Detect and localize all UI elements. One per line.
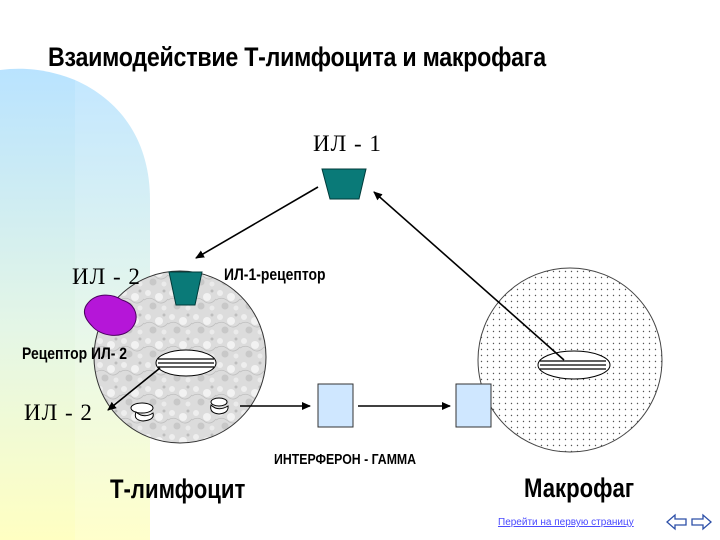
label-il1-receptor: ИЛ-1-рецептор: [224, 265, 326, 284]
il1-molecule-shape: [321, 168, 367, 200]
first-page-link[interactable]: Перейти на первую страницу: [498, 517, 634, 528]
arrow-il1-to-receptor: [195, 186, 319, 259]
macrophage-nucleus-lines: [540, 360, 606, 370]
il1-receptor-shape: [168, 271, 203, 306]
page-title: Взаимодействие Т-лимфоцита и макрофага: [48, 42, 546, 72]
il2-molecule-shape: [84, 294, 137, 336]
label-il2-receptor: Рецептор ИЛ- 2: [22, 344, 128, 363]
t-lymphocyte-nucleus-lines: [158, 358, 214, 368]
label-interferon: ИНТЕРФЕРОН - ГАММА: [274, 451, 417, 468]
background-gradient-shape: [0, 68, 75, 540]
label-t-lymphocyte: Т-лимфоцит: [110, 474, 246, 504]
il2-receptor-shapes: [130, 397, 229, 422]
interferon-box-right: [455, 383, 492, 428]
diagram-arrows: [107, 186, 565, 411]
label-il2: ИЛ - 2: [72, 264, 141, 289]
arrow-macrophage-to-il1: [373, 191, 565, 361]
arrow-nucleus-to-il2: [107, 367, 161, 411]
interferon-box-left: [317, 383, 354, 428]
arrow-right-icon[interactable]: [690, 513, 712, 531]
arrow-left-icon[interactable]: [666, 513, 688, 531]
label-il1: ИЛ - 1: [313, 131, 382, 156]
label-macrophage: Макрофаг: [524, 473, 635, 503]
label-il2-secreted: ИЛ - 2: [24, 400, 93, 425]
